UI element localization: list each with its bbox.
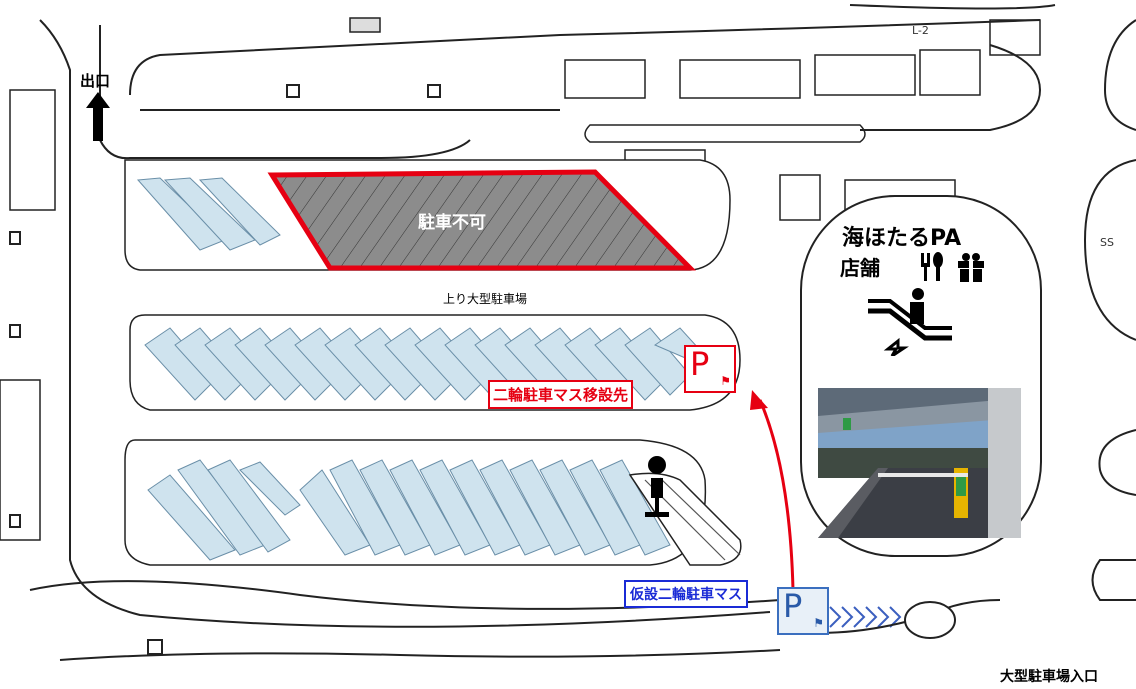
- escalator-icon: [868, 288, 952, 356]
- temp-motorcycle-parking-icon: P ⚑: [777, 587, 829, 635]
- pa-title: 海ほたるPA: [842, 226, 962, 251]
- lot-name-label: 上り大型駐車場: [443, 292, 528, 306]
- up-arrow-icon: [86, 92, 110, 141]
- building-outlines: [0, 17, 1041, 541]
- entrance-label: 大型駐車場入口: [1000, 669, 1098, 685]
- parking-letter-temp: P: [783, 587, 803, 625]
- motorcycle-glyph-temp: ⚑: [813, 616, 824, 630]
- road-outlines: [29, 4, 1136, 661]
- exit-label: 出口: [80, 72, 111, 90]
- plan-note-l2: L-2: [912, 24, 929, 37]
- no-parking-label: 駐車不可: [418, 213, 486, 233]
- parking-letter: P: [690, 345, 710, 383]
- parking-row-3: [124, 439, 742, 566]
- pa-shop-label: 店舗: [840, 256, 880, 280]
- motorcycle-parking-icon: P ⚑: [684, 345, 736, 393]
- moto-relocation-label: 二輪駐車マス移設先: [488, 380, 634, 409]
- temp-moto-stripes: [829, 606, 902, 628]
- parking-row-2: [129, 314, 741, 411]
- entrance-photo: [818, 388, 1021, 538]
- motorcycle-glyph: ⚑: [720, 374, 731, 388]
- fork-knife-icon: [921, 252, 943, 281]
- curved-arrow-icon: [750, 390, 795, 591]
- plan-note-ss: SS: [1100, 236, 1114, 249]
- no-parking-zone: [267, 169, 696, 271]
- gift-icon: [958, 253, 984, 282]
- standing-sign-icon: [645, 456, 669, 517]
- temp-moto-label: 仮設二輪駐車マス: [624, 580, 748, 608]
